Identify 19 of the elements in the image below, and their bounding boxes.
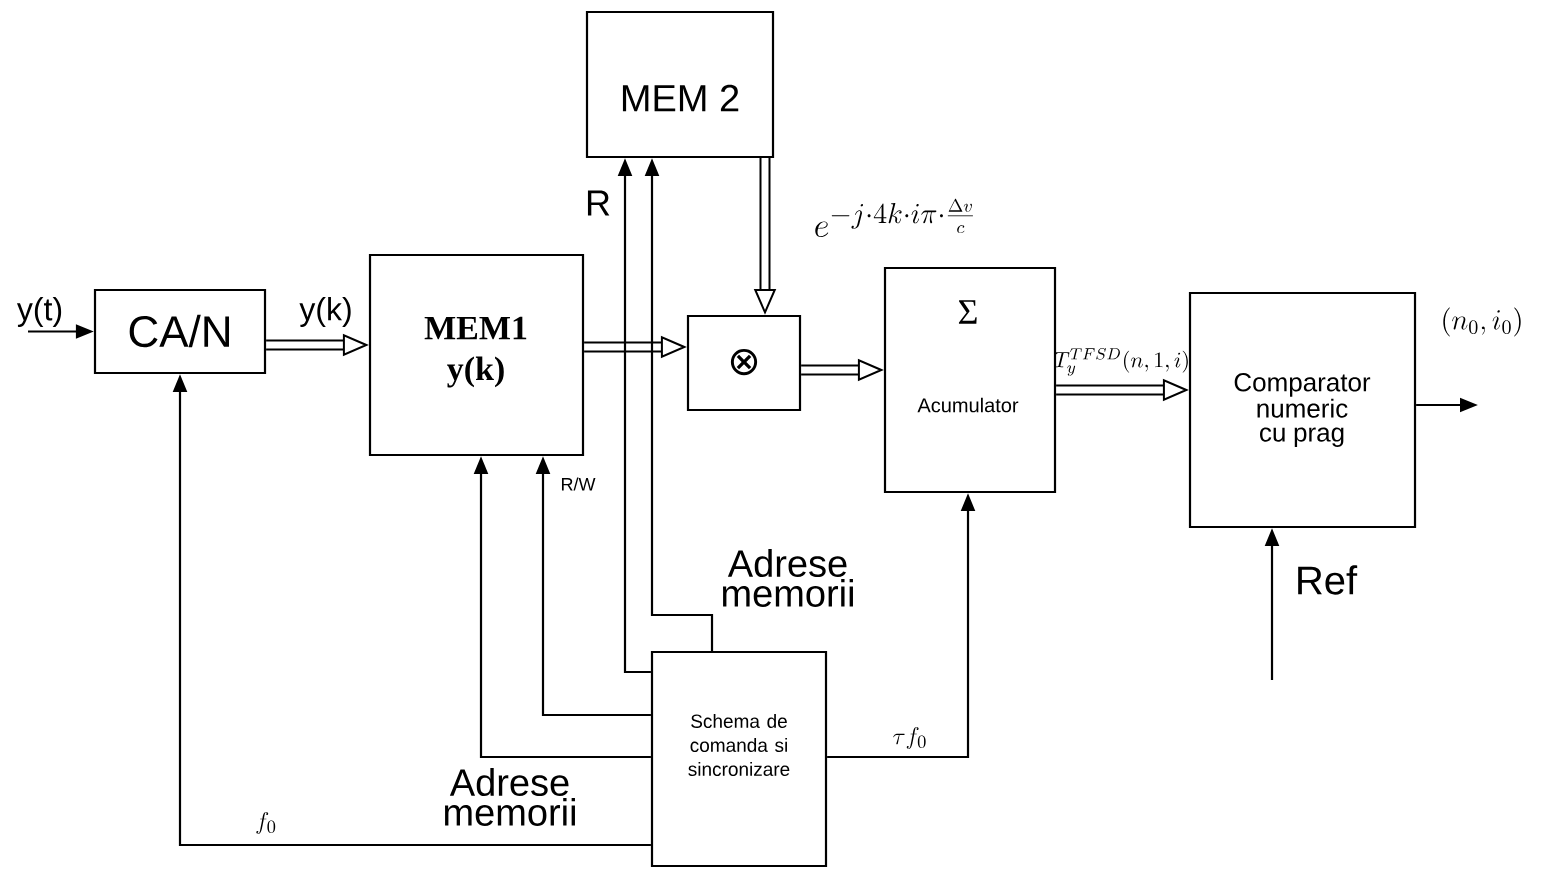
edge-label: R/W bbox=[562, 477, 596, 491]
edge-label: R bbox=[587, 190, 610, 216]
converter-box: CA/N bbox=[93, 288, 267, 375]
memory-box: MEM1 y(k) bbox=[368, 253, 585, 457]
edge-label: Adrese memorii bbox=[444, 768, 575, 826]
edge-label: Ref bbox=[1298, 565, 1358, 595]
accumulator-box: Σ Acumulator bbox=[883, 266, 1057, 494]
edge-label: y(k) bbox=[299, 297, 351, 327]
edge-label: $f_{0}$ bbox=[256, 812, 276, 834]
memory-box: MEM 2 bbox=[585, 10, 775, 159]
edge-label: $e^{-j\cdot 4k\cdot i\pi\cdot\frac{\Delta v}{c}}$ bbox=[815, 198, 973, 237]
comparator-box: Comparator numeric cu prag bbox=[1188, 291, 1417, 529]
edge-label: $\tau f_{0}$ bbox=[893, 727, 926, 749]
control-unit-box: Schema de comanda si sincronizare bbox=[650, 650, 828, 868]
edge-label: $T_{y}^{TFSD}(n,1,i)$ bbox=[1054, 347, 1188, 376]
multiplier-box: ⊗ bbox=[686, 314, 802, 412]
edge-label: y(t) bbox=[16, 297, 62, 327]
edge-label: Adrese memorii bbox=[722, 549, 853, 607]
edge-label: $(n_{0},i_{0})$ bbox=[1443, 307, 1521, 337]
